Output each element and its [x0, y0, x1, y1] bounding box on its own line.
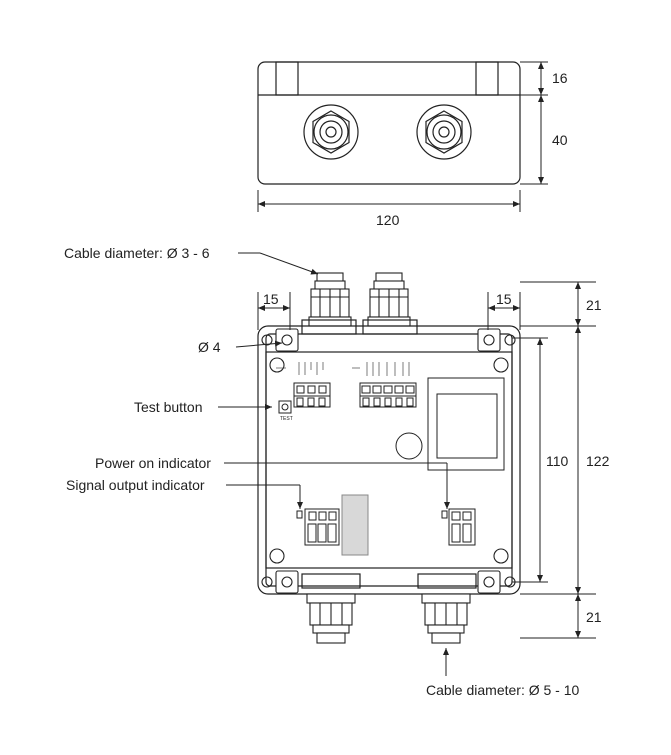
power-connector	[448, 508, 476, 546]
cable-gland-bottom-left	[306, 593, 356, 644]
enclosure-front	[257, 319, 521, 595]
signal-output-led	[296, 510, 303, 519]
pcb-hole-tr	[493, 357, 509, 373]
mounting-hole-top-right	[477, 328, 516, 352]
signal-indicator-label: Signal output indicator	[66, 477, 205, 493]
dim-top-gland: 21	[586, 297, 602, 313]
test-button-cap	[281, 403, 289, 411]
cable-gland-top-left	[308, 272, 352, 327]
lid-right-notch	[475, 61, 499, 96]
enclosure-outer	[257, 325, 521, 595]
cable-gland-top-right	[367, 272, 411, 327]
dim-left-offset: 15	[263, 291, 279, 307]
pcb-board	[265, 351, 513, 569]
signal-output-connector	[304, 508, 340, 546]
test-button-label: Test button	[134, 399, 203, 415]
side-view-dimensions	[257, 61, 548, 212]
bottom-glands	[306, 593, 471, 644]
callout-leaders	[218, 252, 450, 676]
pcb-hole-bl	[269, 548, 285, 564]
dim-width: 120	[376, 212, 400, 228]
hole-diameter-label: Ø 4	[198, 339, 221, 355]
dim-lid-height: 16	[552, 70, 568, 86]
cable-diameter-bottom-label: Cable diameter: Ø 5 - 10	[426, 682, 580, 698]
corner-screws	[261, 328, 516, 594]
pcb-hole-br	[493, 548, 509, 564]
cable-gland-side-right	[416, 104, 472, 160]
terminal-block-right	[359, 382, 417, 408]
silkscreen-labels	[276, 362, 410, 376]
dim-right-offset: 15	[496, 291, 512, 307]
power-on-led	[441, 510, 448, 519]
buzzer	[395, 432, 423, 460]
enclosure-side-body	[257, 61, 521, 185]
dim-base-height: 40	[552, 132, 568, 148]
pcb-components	[276, 362, 505, 556]
mounting-hole-top-left	[261, 328, 299, 352]
relay	[427, 377, 505, 471]
terminal-block-left	[293, 382, 331, 408]
lid-left-notch	[275, 61, 299, 96]
top-glands	[308, 272, 411, 327]
side-view	[257, 61, 521, 185]
test-silkscreen: TEST	[280, 416, 293, 422]
cable-gland-side-left	[303, 104, 359, 160]
pcb-hole-tl	[269, 357, 285, 373]
mounting-hole-bottom-left	[261, 570, 299, 594]
dim-inner-height: 110	[546, 453, 569, 469]
dim-bottom-gland: 21	[586, 609, 602, 625]
cable-diameter-top-label: Cable diameter: Ø 3 - 6	[64, 245, 210, 261]
dim-outer-height: 122	[586, 453, 610, 469]
cable-gland-bottom-right	[421, 593, 471, 644]
power-indicator-label: Power on indicator	[95, 455, 211, 471]
front-view-dimensions	[257, 281, 596, 639]
pcb-part-block	[341, 494, 369, 556]
mounting-hole-bottom-right	[477, 570, 516, 594]
